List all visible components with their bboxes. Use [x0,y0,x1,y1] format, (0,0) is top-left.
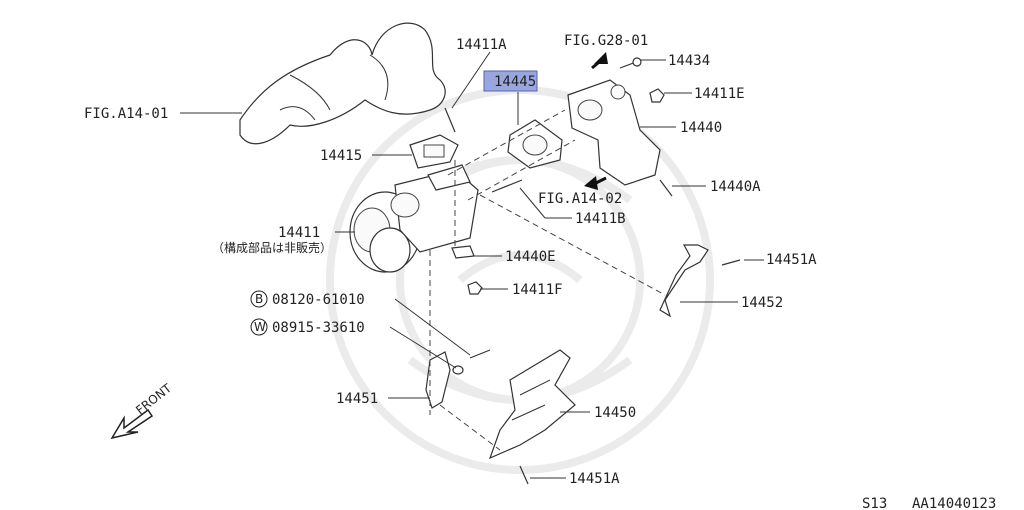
label-14411a[interactable]: 14411A [456,37,507,53]
label-14440a[interactable]: 14440A [710,179,761,195]
arrow-to-fig-a14-02 [584,176,607,190]
label-08120[interactable]: B 08120-61010 [250,290,365,308]
label-14411b[interactable]: 14411B [575,211,626,227]
highlight-14445 [483,70,538,92]
arrow-to-fig-g28 [591,52,608,70]
bracket-14451 [425,351,451,409]
nut-14411e [649,88,665,103]
label-14451a-top[interactable]: 14451A [766,252,817,268]
front-label: FRONT [133,381,174,418]
label-14440e[interactable]: 14440E [505,249,556,265]
gasket-14445 [507,119,563,169]
bolt-08120 [469,349,491,359]
bracket-14440e [451,245,475,259]
label-14450[interactable]: 14450 [594,405,636,421]
bracket-14452 [659,244,741,318]
leader-lines [180,51,764,479]
label-14445[interactable]: 14445 [494,74,536,90]
assembly-lines [429,109,666,451]
label-14451a-bottom[interactable]: 14451A [569,471,620,487]
heat-shield-14450 [488,349,576,460]
label-08120-code: 08120-61010 [272,292,365,308]
stud-14411b [491,179,523,193]
label-14434[interactable]: 14434 [668,53,710,69]
gasket-14415 [409,134,459,169]
exhaust-manifold [239,22,446,145]
label-fig-a14-02[interactable]: FIG.A14-02 [538,191,622,207]
stud-14411a [444,107,456,133]
label-fig-a14-01[interactable]: FIG.A14-01 [84,106,168,122]
label-fig-g28[interactable]: FIG.G28-01 [564,33,648,49]
w-mark: W [254,320,266,334]
label-14411f[interactable]: 14411F [512,282,563,298]
label-08915-code: 08915-33610 [272,320,365,336]
nut-14411f [467,281,483,295]
outlet-pipe-14440 [567,79,661,186]
label-14451[interactable]: 14451 [336,391,378,407]
footer-model: S13 [862,496,887,510]
label-14411e[interactable]: 14411E [694,86,745,102]
b-mark: B [255,292,263,306]
label-08915[interactable]: W 08915-33610 [250,318,365,336]
front-arrow-icon [110,408,154,440]
bolt-14434 [619,57,642,69]
label-14452[interactable]: 14452 [741,295,783,311]
stud-14440a [659,179,673,197]
label-14411[interactable]: 14411 [278,225,320,241]
label-14415[interactable]: 14415 [320,148,362,164]
label-14411-note: （構成部品は非販売） [212,240,332,255]
footer-code: AA14040123 [912,496,996,510]
bolt-14451a-lower [519,465,529,485]
label-14440[interactable]: 14440 [680,120,722,136]
